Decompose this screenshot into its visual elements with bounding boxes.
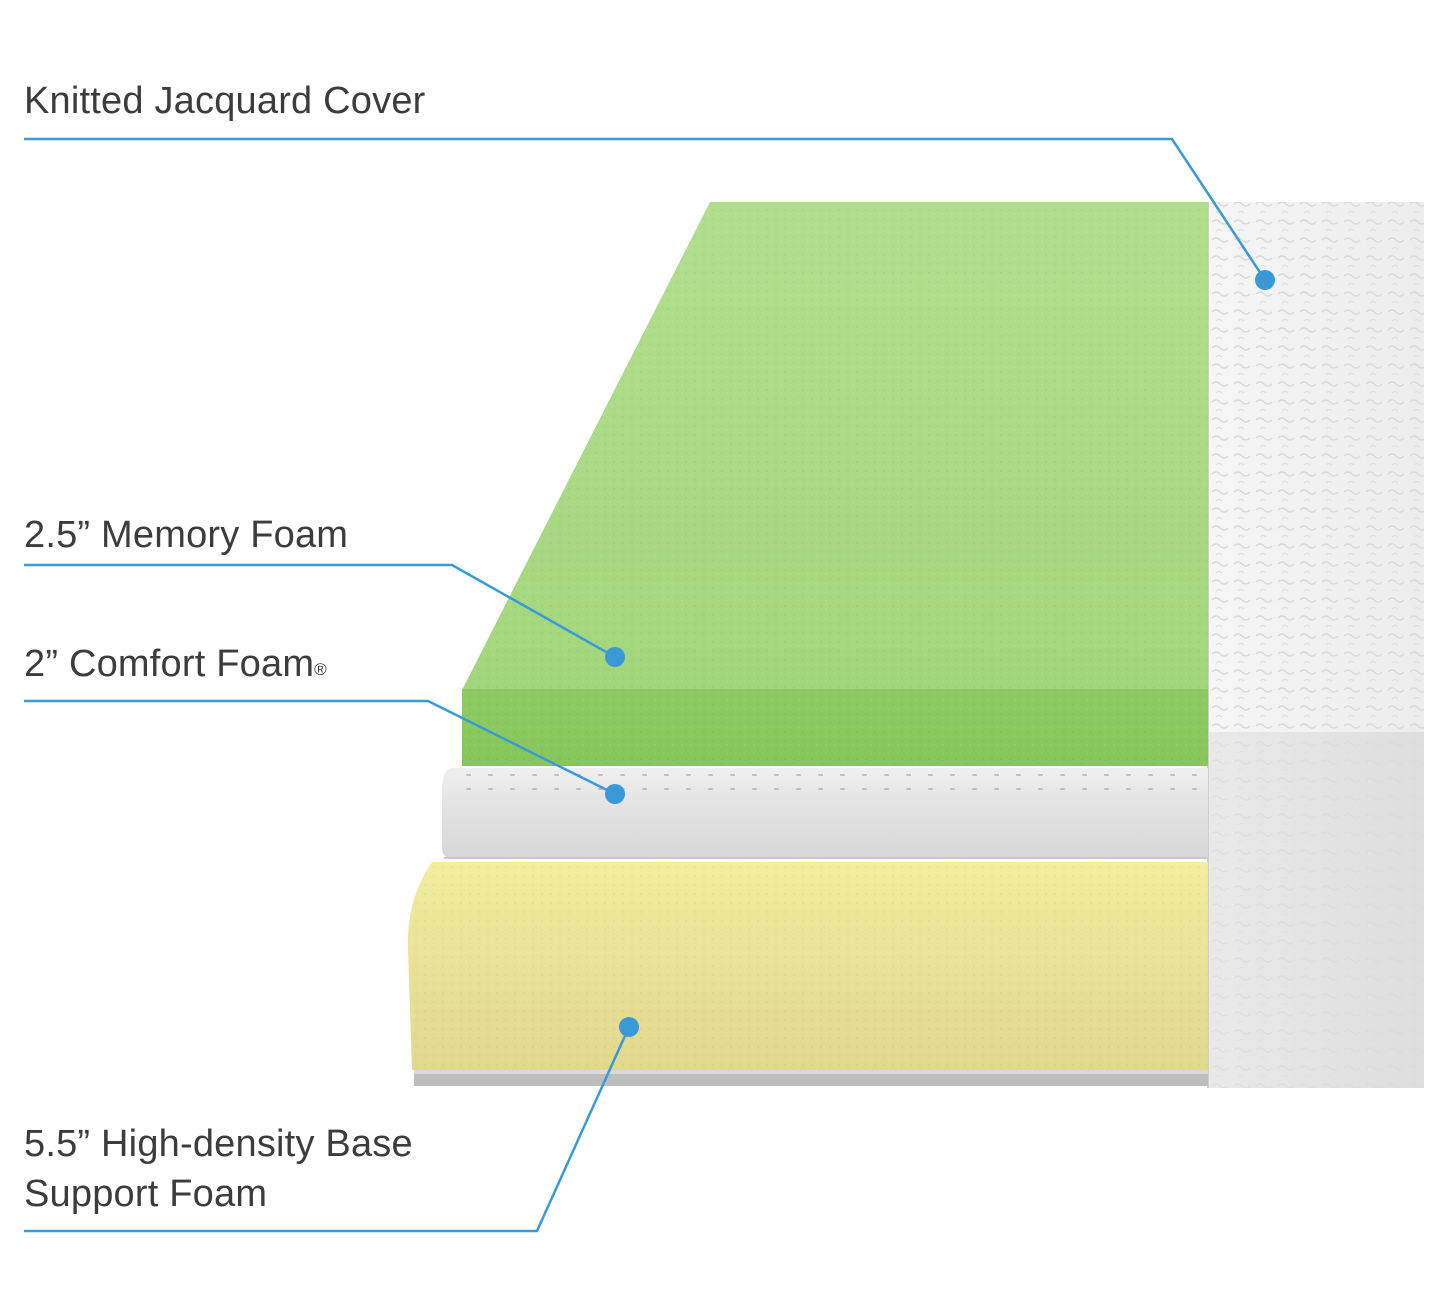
callout-line-memory-foam: [24, 563, 616, 659]
label-comfort-foam: 2” Comfort Foam®: [24, 639, 327, 689]
callout-line-comfort-foam: [24, 699, 616, 796]
callout-lines: [24, 137, 1267, 1233]
comfort-foam-layer: [442, 768, 1208, 859]
base-foam-layer: [407, 862, 1208, 1086]
cover-layer: [1207, 202, 1424, 1088]
callout-line-cover: [24, 137, 1267, 281]
base-foam-grain: [407, 862, 1208, 1070]
label-base-foam-line1: 5.5” High-density Base: [24, 1123, 413, 1165]
cover-top-knit-texture: [1208, 202, 1424, 732]
callout-dot-base-foam: [619, 1017, 639, 1037]
memory-foam-layer: [462, 202, 1208, 766]
memory-foam-edge-grain: [462, 690, 1208, 766]
label-base-foam-line2: Support Foam: [24, 1173, 268, 1215]
callout-dot-memory-foam: [605, 647, 625, 667]
callout-dot-cover: [1255, 270, 1275, 290]
cover-side-knit-texture: [1208, 732, 1424, 1088]
comfort-foam-perforations: [458, 772, 1200, 802]
callout-dots: [605, 270, 1275, 1037]
callout-dot-comfort-foam: [605, 784, 625, 804]
label-memory-foam: 2.5” Memory Foam: [24, 514, 349, 556]
registered-mark: ®: [314, 660, 327, 679]
label-knitted-jacquard-cover: Knitted Jacquard Cover: [24, 80, 426, 122]
callout-line-base-foam: [24, 1026, 631, 1233]
label-comfort-foam-text: 2” Comfort Foam: [24, 643, 315, 685]
base-bottom-strip-highlight: [414, 1070, 1208, 1074]
memory-foam-top-grain: [462, 202, 1208, 690]
